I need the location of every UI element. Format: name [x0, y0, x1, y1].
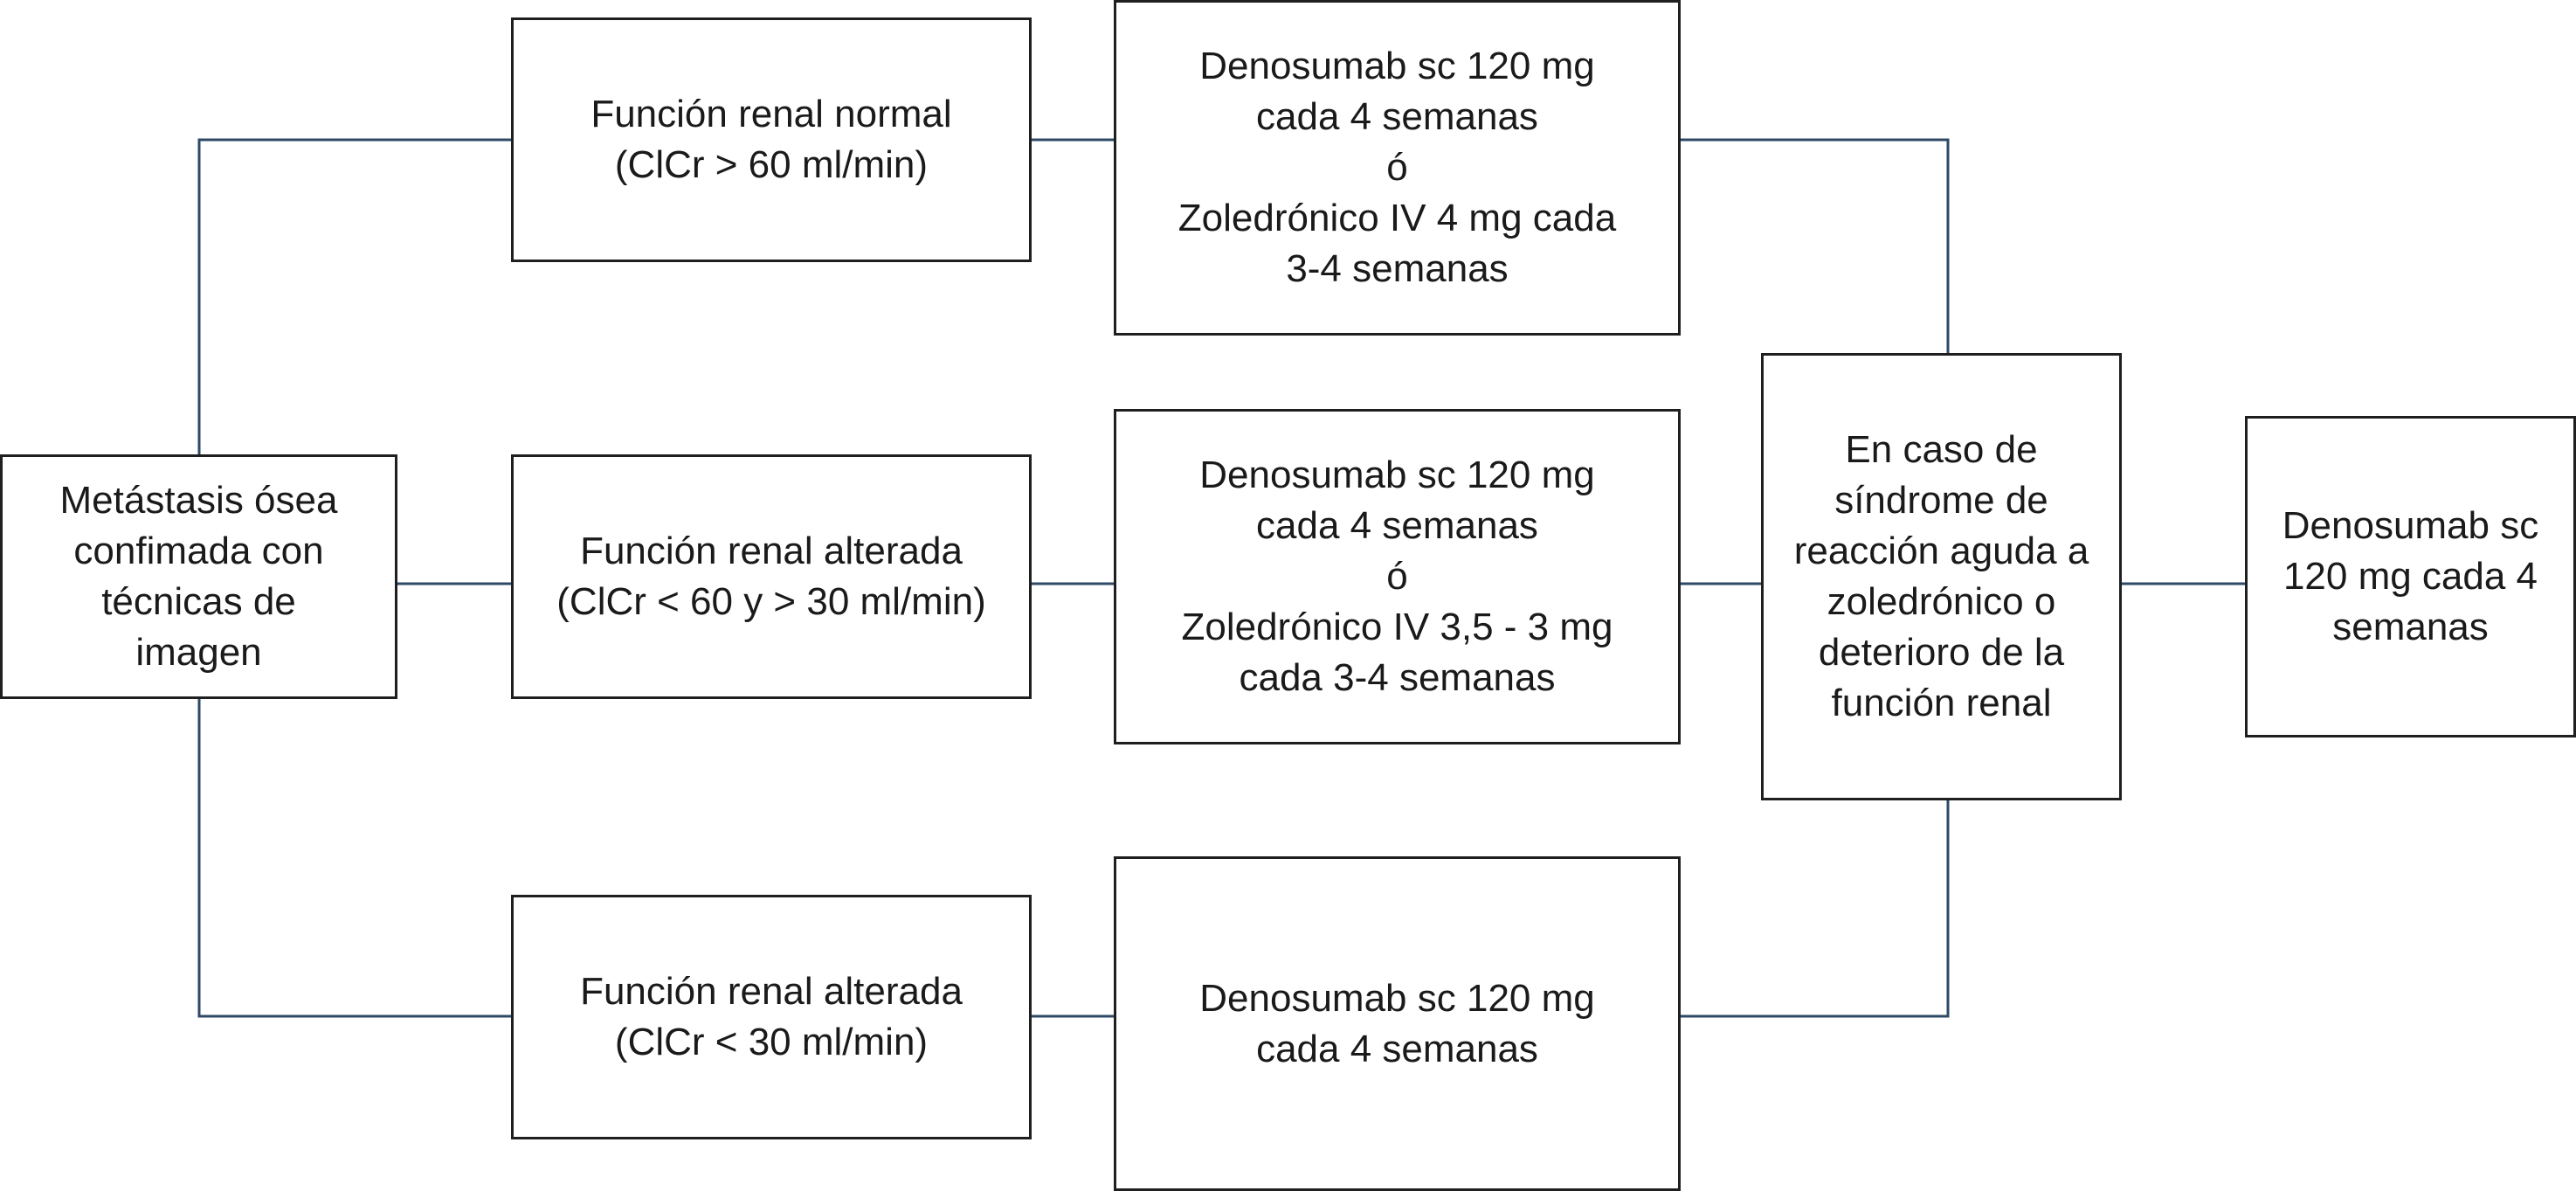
box-text-line: Denosumab sc — [2282, 504, 2539, 547]
box-text: Metástasis ósea confimada con técnicas de i… — [60, 475, 338, 678]
box-text-line: En caso de — [1845, 428, 2038, 471]
box-text-line: 120 mg cada 4 — [2282, 555, 2538, 598]
connector-start-to-normal — [197, 138, 513, 456]
box-text: En caso de síndrome de reacción aguda a zol… — [1794, 425, 2089, 729]
renal-altered-mid-box: Función renal alterada (ClCr < 60 y > 30 … — [511, 454, 1032, 699]
box-text-line: confimada con — [73, 530, 324, 572]
box-text: Denosumab sc 120 mg cada 4 semanas — [1199, 973, 1594, 1075]
connector-treatment-low-to-condition — [1679, 799, 1950, 1018]
box-text-line: Zoledrónico IV 4 mg cada — [1178, 197, 1617, 239]
box-text-line: cada 4 semanas — [1256, 95, 1538, 138]
box-text-line: función renal — [1831, 682, 2052, 724]
box-text-line: cada 4 semanas — [1256, 504, 1538, 547]
box-text: Denosumab sc 120 mg cada 4 semanas — [2282, 501, 2538, 653]
box-text-line: zoledrónico o — [1827, 580, 2056, 623]
box-text-line: 3-4 semanas — [1286, 247, 1509, 290]
box-text-line: cada 3-4 semanas — [1239, 656, 1556, 699]
box-text-line: síndrome de — [1834, 479, 2048, 522]
box-text-line: Función renal alterada — [580, 970, 963, 1013]
box-text-line: cada 4 semanas — [1256, 1027, 1538, 1070]
final-treatment-box: Denosumab sc 120 mg cada 4 semanas — [2245, 416, 2576, 737]
box-text-line: técnicas de — [101, 580, 296, 623]
box-text: Función renal normal (ClCr > 60 ml/min) — [590, 89, 951, 190]
renal-altered-low-box: Función renal alterada (ClCr < 30 ml/min) — [511, 895, 1032, 1139]
box-text-line: (ClCr > 60 ml/min) — [614, 143, 929, 186]
box-text-line: Denosumab sc 120 mg — [1199, 45, 1595, 87]
box-text: Función renal alterada (ClCr < 30 ml/min) — [580, 966, 963, 1068]
renal-normal-box: Función renal normal (ClCr > 60 ml/min) — [511, 17, 1032, 262]
box-text-line: (ClCr < 30 ml/min) — [614, 1021, 929, 1063]
condition-box: En caso de síndrome de reacción aguda a zol… — [1761, 353, 2122, 800]
box-text-line: Metástasis ósea — [59, 479, 338, 522]
box-text-line: semanas — [2332, 606, 2489, 648]
connector-treatment-normal-to-condition — [1679, 138, 1950, 355]
box-text-line: ó — [1386, 146, 1408, 189]
box-text-line: Función renal normal — [590, 93, 952, 135]
connector-start-to-altered-low — [197, 697, 513, 1018]
box-text-line: ó — [1386, 555, 1408, 598]
box-text-line: deterioro de la — [1818, 631, 2065, 674]
box-text: Función renal alterada (ClCr < 60 y > 30 … — [556, 526, 985, 627]
treatment-low-box: Denosumab sc 120 mg cada 4 semanas — [1114, 856, 1681, 1191]
box-text-line: Zoledrónico IV 3,5 - 3 mg — [1181, 606, 1613, 648]
box-text-line: imagen — [135, 631, 262, 674]
box-text-line: Función renal alterada — [580, 530, 963, 572]
box-text-line: Denosumab sc 120 mg — [1199, 976, 1595, 1020]
box-text-line: (ClCr < 60 y > 30 ml/min) — [556, 580, 986, 623]
start-box: Metástasis ósea confimada con técnicas de i… — [0, 454, 397, 699]
box-text-line: reacción aguda a — [1793, 530, 2089, 572]
box-text-line: Denosumab sc 120 mg — [1199, 454, 1595, 496]
